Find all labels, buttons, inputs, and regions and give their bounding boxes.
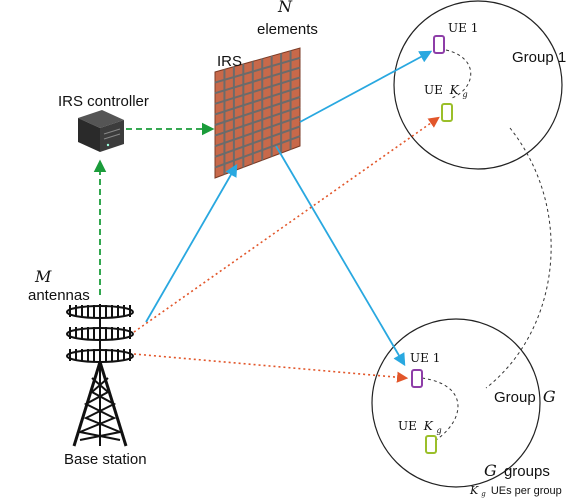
irs-grid-line [214,96,301,126]
irs-grid-line [214,66,301,95]
ue-kg-label: UE K g [398,419,442,435]
bs-to-irs-link [145,163,238,323]
g-groups-label: G groups [484,461,550,480]
groups-connector [485,127,552,389]
irs-grid-line [214,105,301,137]
group-1-circle [393,0,563,170]
irs-grid-line [214,86,301,116]
group-g-circle [371,318,541,488]
irs-grid-line [214,76,301,105]
irs-n-symbol: N [277,0,293,16]
irs-elements-label: elements [257,21,318,38]
ue-1-label: UE 1 [448,21,478,35]
base-station-tower [66,304,134,447]
irs-controller-device [78,110,124,152]
irs-grid-line [214,125,301,158]
irs-panel [214,47,301,179]
irs-controller-label: IRS controller [58,93,149,110]
group-g-label: Group G [494,387,556,406]
phone-icon [425,435,437,454]
phone-icon [433,35,445,54]
ue-kg-label: UE K g [424,83,468,99]
kg-ues-per-group-label: K g UEs per group [469,484,562,499]
group-g-ue-ellipsis [421,377,459,441]
irs-to-group1-link [299,50,433,123]
group-1-label: Group 1 [512,49,566,66]
group-1-ue-ellipsis [445,49,472,99]
irs-label: IRS [217,53,242,70]
base-station-label: Base station [64,451,147,468]
irs-grid-line [214,135,301,169]
bs-to-group1-direct-link [133,116,440,333]
bs-m-symbol: M [34,267,52,286]
phone-icon [411,369,423,388]
ue-1-label: UE 1 [410,351,440,365]
irs-grid-line [214,56,301,84]
irs-grid-line [214,115,301,148]
phone-icon [441,103,453,122]
irs-to-groupG-link [275,145,406,367]
bs-to-groupG-direct-link [133,353,409,383]
bs-antennas-label: antennas [28,287,90,304]
